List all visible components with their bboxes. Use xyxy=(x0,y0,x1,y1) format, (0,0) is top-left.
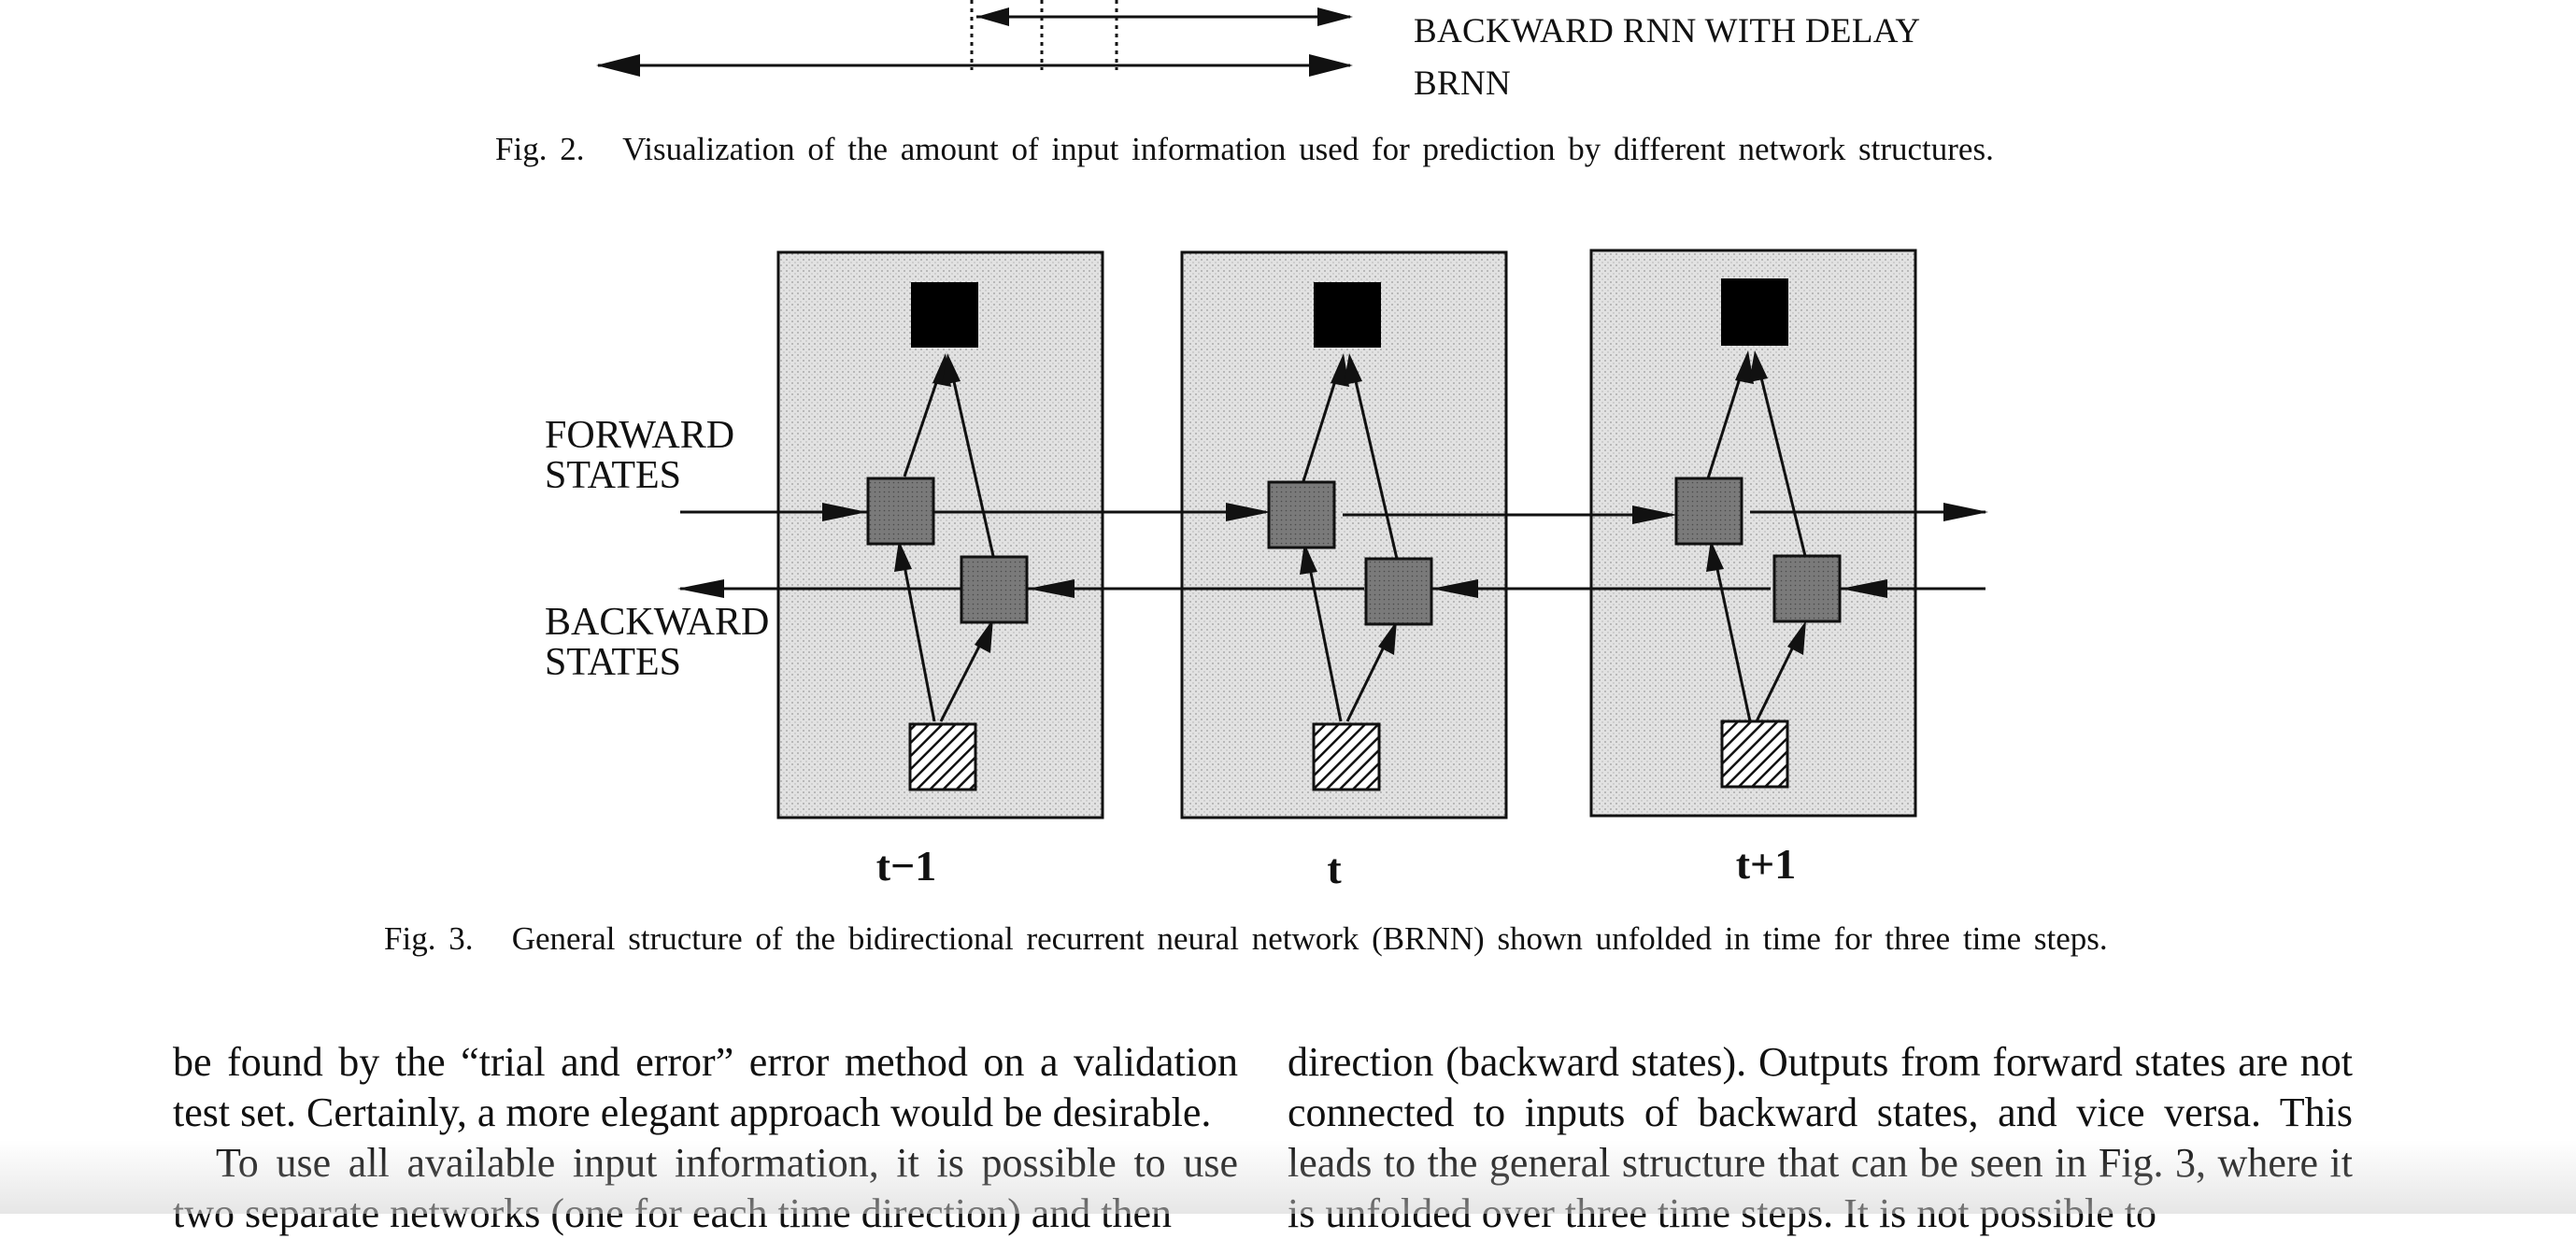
body-paragraph: direction (backward states). Outputs fro… xyxy=(1288,1039,2353,1236)
forward-state-unit xyxy=(1674,477,1743,546)
fig3-caption-text: General structure of the bidirectional r… xyxy=(511,920,2108,957)
backward-state-unit xyxy=(1364,557,1433,626)
backward-states-label: BACKWARD STATES xyxy=(545,603,769,683)
backward-state-unit xyxy=(960,555,1029,624)
timestep-t-minus-1-units xyxy=(866,282,1029,791)
input-unit xyxy=(1720,719,1789,789)
fig2-label-backward-delay: BACKWARD RNN WITH DELAY xyxy=(1414,12,1921,50)
backward-states-label-line2: STATES xyxy=(545,641,681,684)
timestep-t-units xyxy=(1267,282,1433,791)
forward-arrowhead xyxy=(1943,503,1988,521)
output-unit xyxy=(1721,278,1788,346)
backward-states-label-line1: BACKWARD xyxy=(545,601,770,644)
backward-state-unit xyxy=(1772,554,1842,623)
body-right-column: direction (backward states). Outputs fro… xyxy=(1288,1037,2353,1239)
output-unit xyxy=(911,282,978,348)
fig2-caption-text: Visualization of the amount of input inf… xyxy=(622,131,1994,167)
fig2-caption: Fig. 2. Visualization of the amount of i… xyxy=(495,131,1994,168)
input-unit xyxy=(908,722,977,791)
brnn-diagram xyxy=(677,249,1988,819)
backward-arrowhead xyxy=(1841,579,1887,598)
time-step-label-t-plus-1: t+1 xyxy=(1735,840,1797,888)
time-step-label-t: t xyxy=(1327,845,1342,892)
backward-arrowhead xyxy=(1431,579,1478,598)
forward-states-label-line2: STATES xyxy=(545,454,681,497)
forward-states-label: FORWARD STATES xyxy=(545,416,734,496)
output-unit xyxy=(1314,282,1381,348)
forward-arrowhead xyxy=(822,503,867,521)
timestep-t-plus-1-units xyxy=(1674,278,1842,789)
fig2-arrows xyxy=(596,0,1353,77)
forward-arrowhead xyxy=(1226,503,1271,521)
forward-state-unit xyxy=(1267,480,1336,549)
backward-arrowhead xyxy=(1028,579,1075,598)
forward-states-label-line1: FORWARD xyxy=(545,414,735,457)
input-unit xyxy=(1312,722,1381,791)
fig3-caption-number: Fig. 3. xyxy=(384,920,474,957)
time-step-label-t-minus-1: t−1 xyxy=(875,842,937,890)
body-paragraph: To use all available input information, … xyxy=(173,1140,1238,1236)
fig3-caption: Fig. 3. General structure of the bidirec… xyxy=(384,920,2108,958)
body-paragraph: be found by the “trial and error” error … xyxy=(173,1039,1238,1135)
fig2-label-brnn: BRNN xyxy=(1414,64,1511,103)
forward-state-unit xyxy=(866,477,935,546)
forward-arrowhead xyxy=(1632,506,1677,524)
backward-arrowhead xyxy=(677,579,724,598)
fig2-caption-number: Fig. 2. xyxy=(495,131,585,167)
body-left-column: be found by the “trial and error” error … xyxy=(173,1037,1238,1239)
